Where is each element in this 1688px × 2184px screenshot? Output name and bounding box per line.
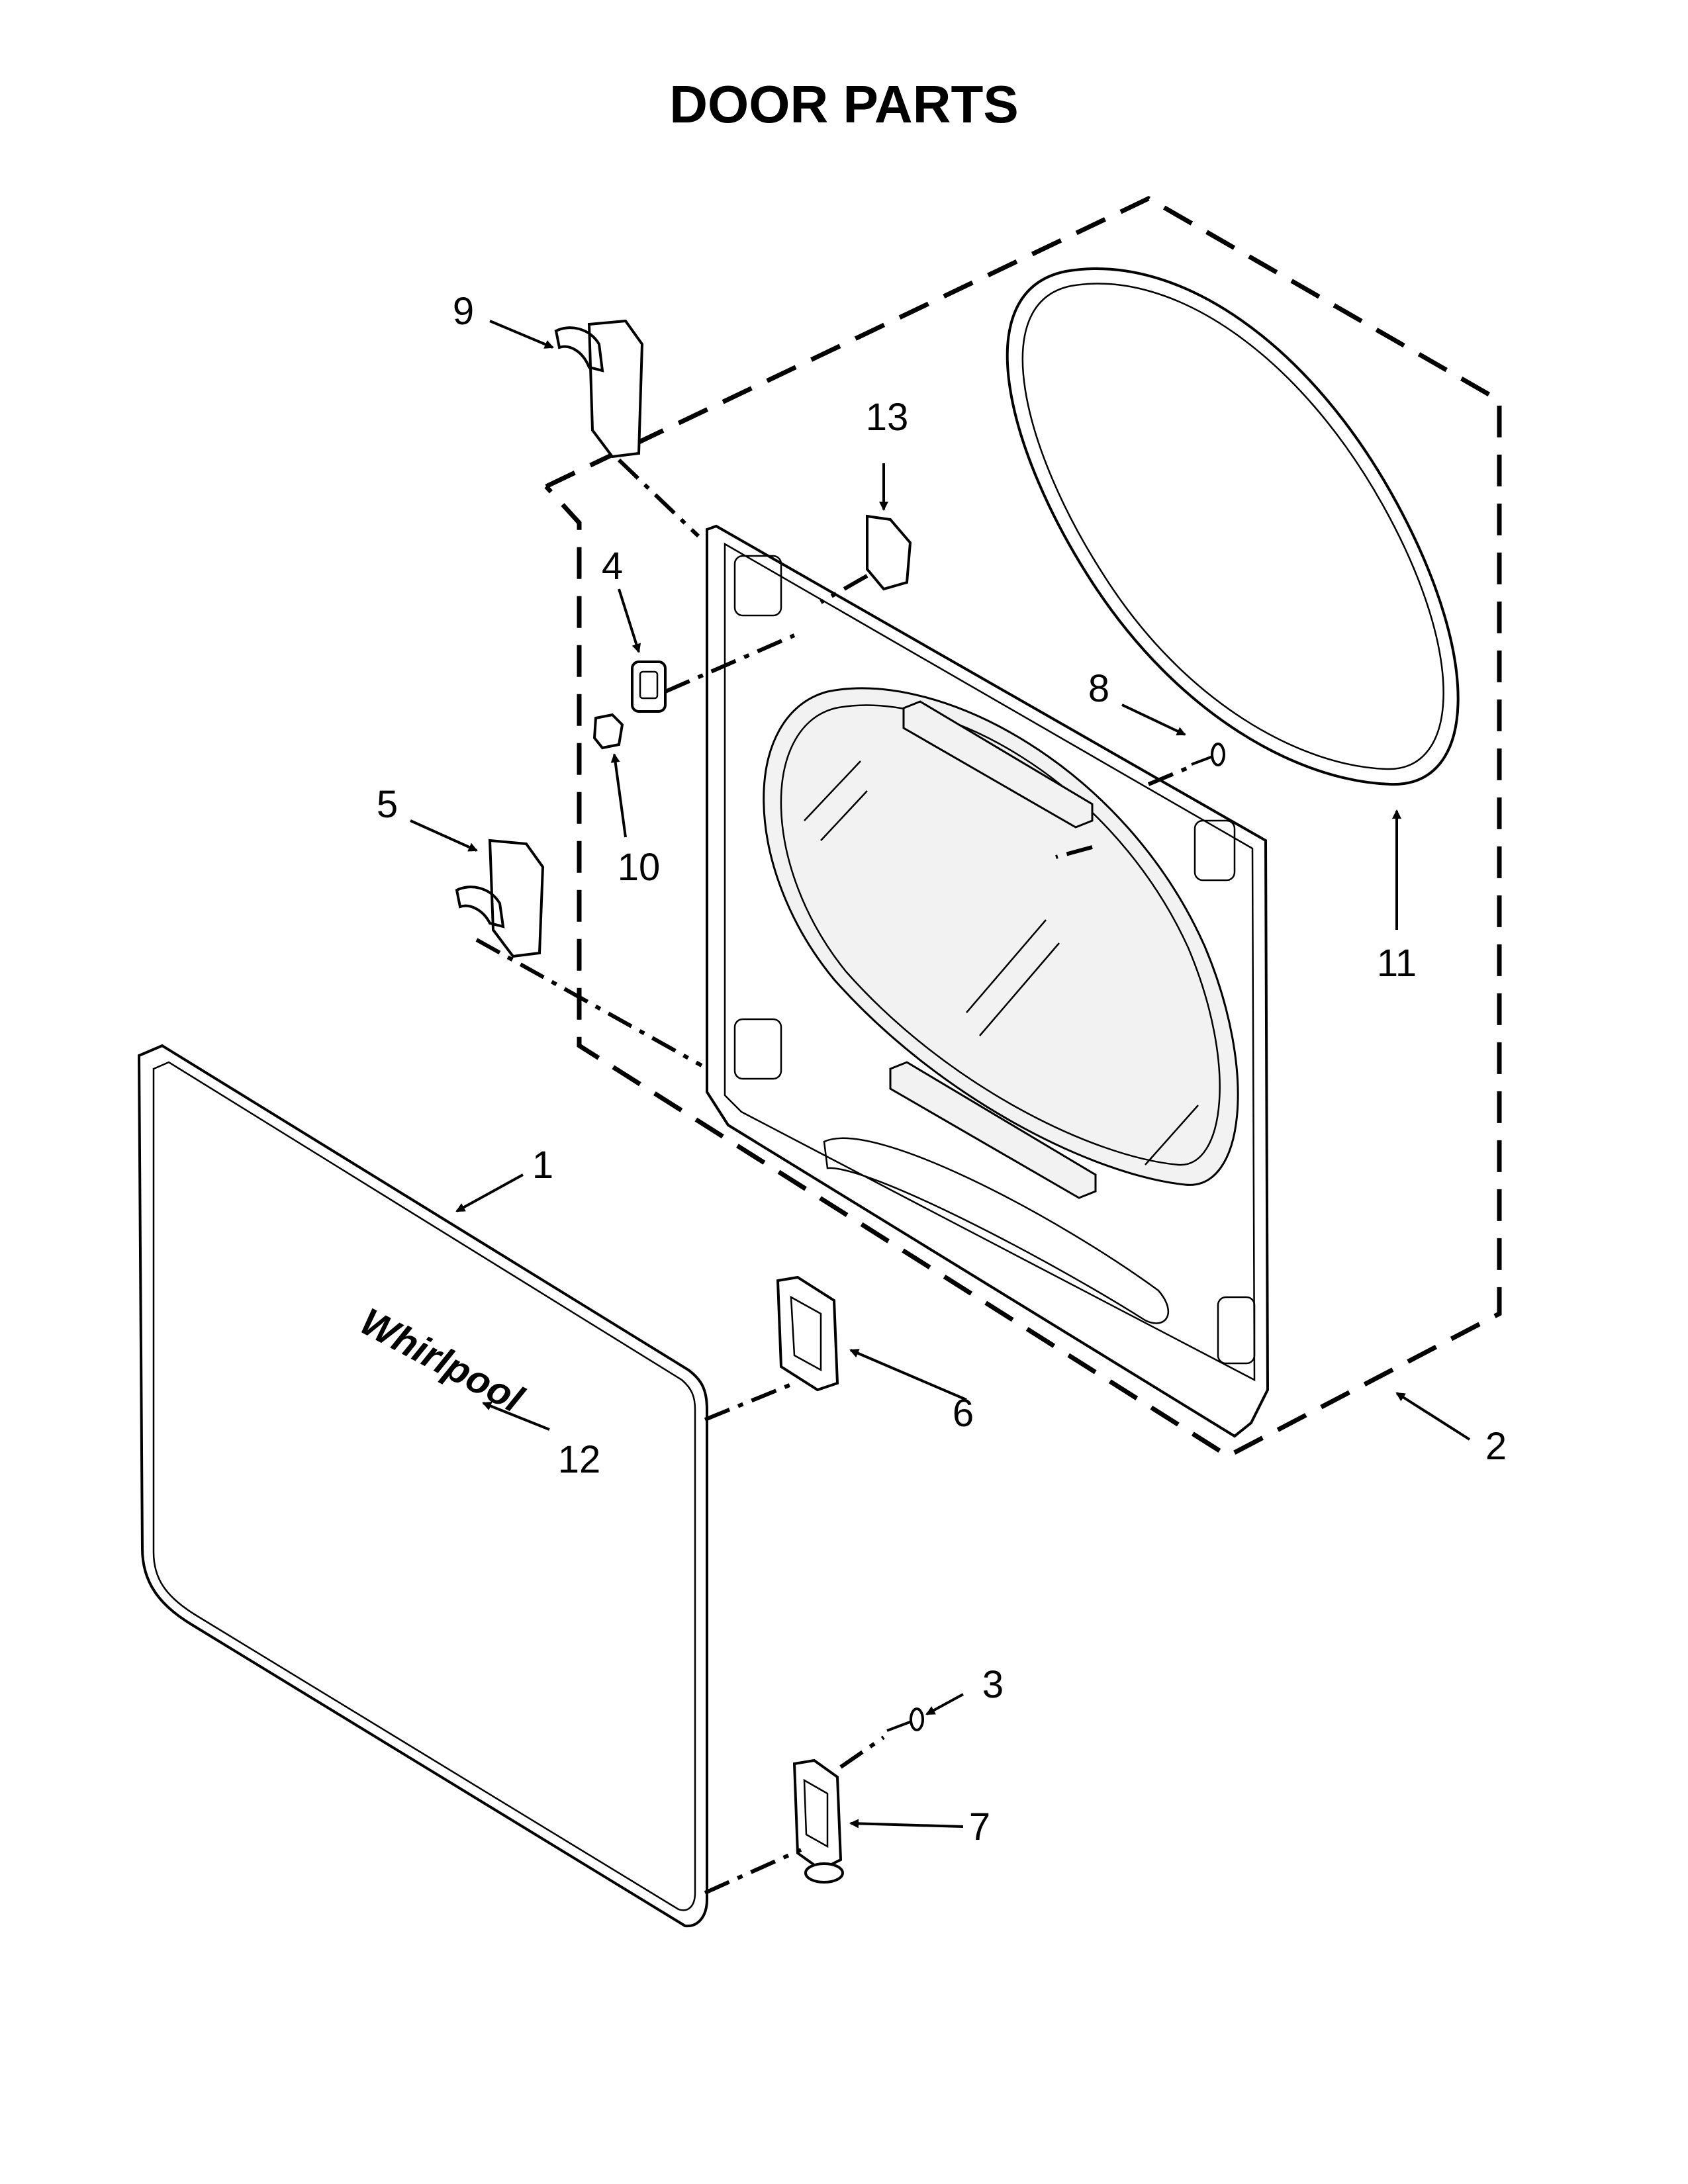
part-3-screw [886,1707,924,1732]
callout-arrows [410,320,1471,1829]
part-10-latch [592,713,624,750]
alignment-lines [475,458,1190,1895]
page-title: DOOR PARTS [669,75,1018,134]
window-gasket [1006,267,1460,786]
part-9-bracket [554,319,644,459]
callout-5: 5 [377,783,398,826]
callout-7: 7 [969,1805,990,1848]
callout-10: 10 [618,846,661,889]
callout-12: 12 [558,1438,601,1481]
callout-6: 6 [953,1392,974,1435]
callout-8: 8 [1088,667,1109,710]
callout-3: 3 [982,1663,1004,1706]
part-4-keeper [631,660,667,713]
inner-door-panel [706,524,1270,1438]
callout-1: 1 [532,1144,553,1187]
part-8-screw [1191,743,1225,766]
callout-11: 11 [1377,942,1417,985]
callout-13: 13 [866,396,909,439]
part-13-latch [866,514,912,591]
callout-2: 2 [1485,1425,1507,1468]
part-5-bracket [455,839,545,958]
door-assembly-outline [544,196,1502,1459]
part-6-hinge [776,1275,839,1392]
callout-4: 4 [602,545,623,588]
outer-door-panel: Whirlpool [137,1044,708,1928]
callout-labels: 9 13 4 8 5 10 11 1 6 2 12 3 7 [377,290,1507,1848]
part-7-hinge [792,1758,844,1884]
callout-9: 9 [453,290,474,333]
